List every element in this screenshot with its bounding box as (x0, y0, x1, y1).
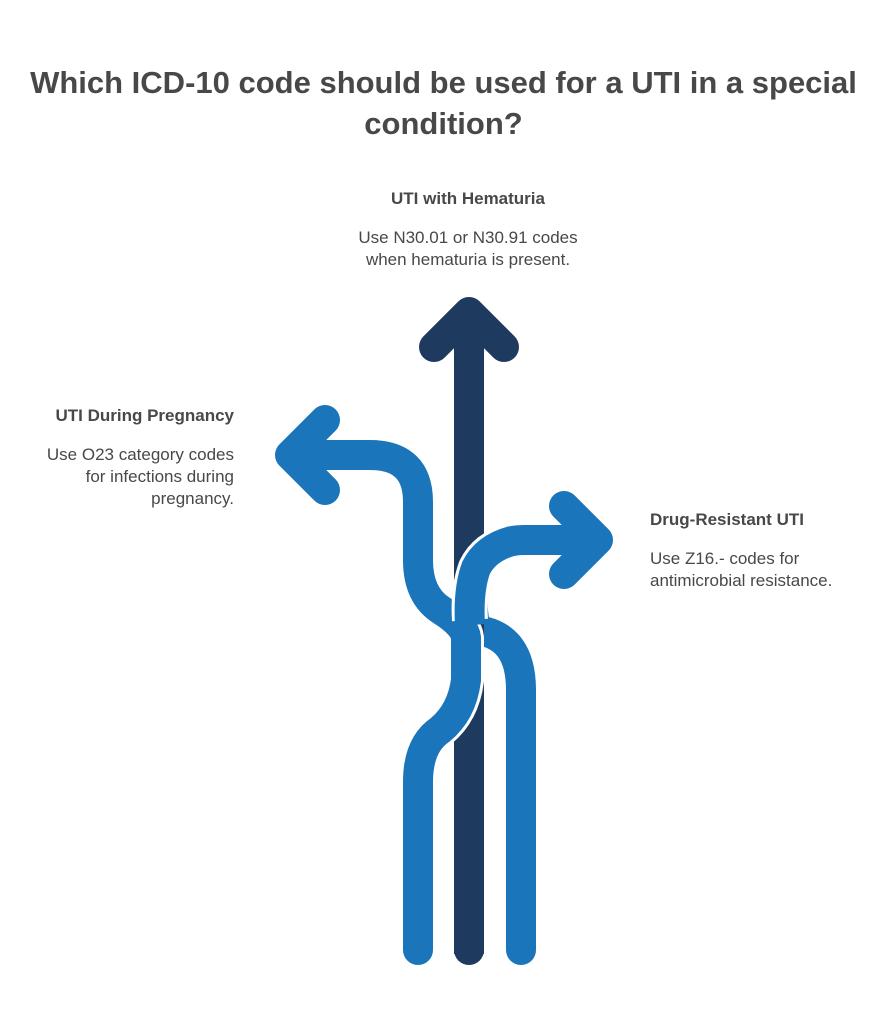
drug-resistant-heading: Drug-Resistant UTI (650, 510, 804, 529)
pregnancy-arrowhead-icon (275, 405, 340, 505)
hematuria-block: UTI with Hematuria Use N30.01 or N30.91 … (300, 188, 636, 271)
hematuria-description: Use N30.01 or N30.91 codes when hematuri… (300, 227, 636, 271)
pregnancy-description-line: pregnancy. (151, 489, 234, 508)
pregnancy-description: Use O23 category codes for infections du… (10, 444, 234, 510)
drug-resistant-description-line: Use Z16.- codes for (650, 549, 800, 568)
pregnancy-block: UTI During Pregnancy Use O23 category co… (10, 405, 234, 510)
pregnancy-description-line: for infections during (85, 467, 234, 486)
pregnancy-heading: UTI During Pregnancy (55, 406, 234, 425)
drug-resistant-description-line: antimicrobial resistance. (650, 571, 833, 590)
hematuria-heading: UTI with Hematuria (391, 189, 545, 208)
diagram-title: Which ICD-10 code should be used for a U… (30, 65, 857, 141)
drug-resistant-block: Drug-Resistant UTI Use Z16.- codes for a… (650, 509, 880, 592)
pregnancy-arrow (277, 440, 481, 965)
drug-resistant-arrowhead-icon (549, 491, 613, 589)
pregnancy-arrow-outline (274, 437, 484, 968)
hematuria-description-line: when hematuria is present. (365, 250, 571, 269)
pregnancy-description-line: Use O23 category codes (46, 445, 234, 464)
hematuria-description-line: Use N30.01 or N30.91 codes (358, 228, 578, 247)
drug-resistant-crossing (454, 526, 517, 626)
drug-resistant-description: Use Z16.- codes for antimicrobial resist… (650, 548, 880, 592)
hematuria-arrowhead-icon (419, 297, 519, 362)
drug-resistant-arrow (457, 525, 612, 965)
